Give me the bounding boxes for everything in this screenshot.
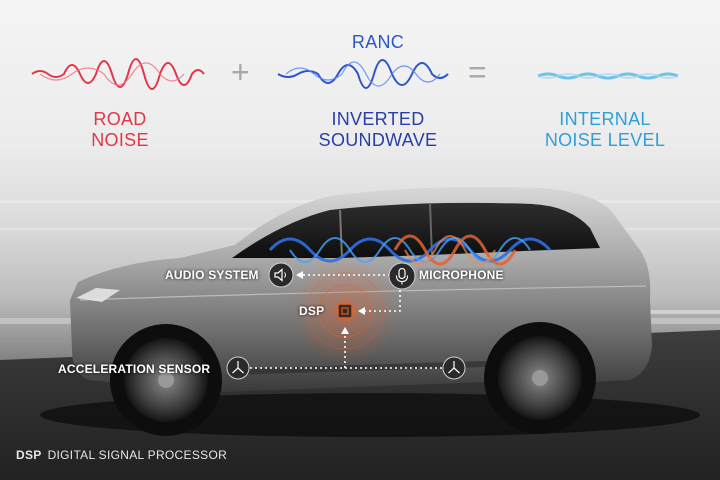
internal-noise-line-2: NOISE LEVEL: [544, 130, 666, 150]
speaker-icon: [268, 262, 294, 288]
inverted-soundwave-wave: [277, 59, 449, 89]
equals-operator: =: [468, 54, 487, 90]
acceleration-sensor-label: ACCELERATION SENSOR: [58, 362, 211, 376]
inverted-soundwave-label: INVERTED SOUNDWAVE: [278, 109, 478, 151]
road-noise-label: ROAD NOISE: [55, 109, 185, 151]
road-noise-line-2: NOISE: [91, 130, 149, 150]
acceleration-sensor-icon: [442, 356, 466, 380]
car-windows: [232, 202, 600, 258]
footer-abbr: DSP: [16, 448, 42, 462]
microphone-icon: [388, 262, 416, 290]
cabin-soundwaves: [268, 234, 552, 266]
equation-waves: [31, 58, 679, 90]
dsp-label: DSP: [299, 304, 325, 318]
chip-icon: [334, 300, 356, 322]
front-wheel: [110, 324, 222, 436]
internal-noise-line-1: INTERNAL: [559, 109, 651, 129]
inverted-soundwave-line-2: SOUNDWAVE: [318, 130, 438, 150]
footer-text: DIGITAL SIGNAL PROCESSOR: [47, 448, 228, 462]
inverted-soundwave-line-1: INVERTED: [331, 109, 425, 129]
footer-legend: DSP DIGITAL SIGNAL PROCESSOR: [16, 448, 227, 462]
signal-paths: [250, 274, 442, 369]
road-noise-wave: [31, 58, 205, 90]
audio-system-label: AUDIO SYSTEM: [165, 268, 259, 282]
acceleration-sensor-icon: [226, 356, 250, 380]
internal-noise-wave: [537, 72, 679, 80]
internal-noise-label: INTERNAL NOISE LEVEL: [520, 109, 690, 151]
road-noise-line-1: ROAD: [93, 109, 147, 129]
microphone-label: MICROPHONE: [419, 268, 504, 282]
plus-operator: +: [231, 54, 250, 90]
rear-wheel: [484, 322, 596, 434]
ranc-title: RANC: [351, 32, 405, 52]
